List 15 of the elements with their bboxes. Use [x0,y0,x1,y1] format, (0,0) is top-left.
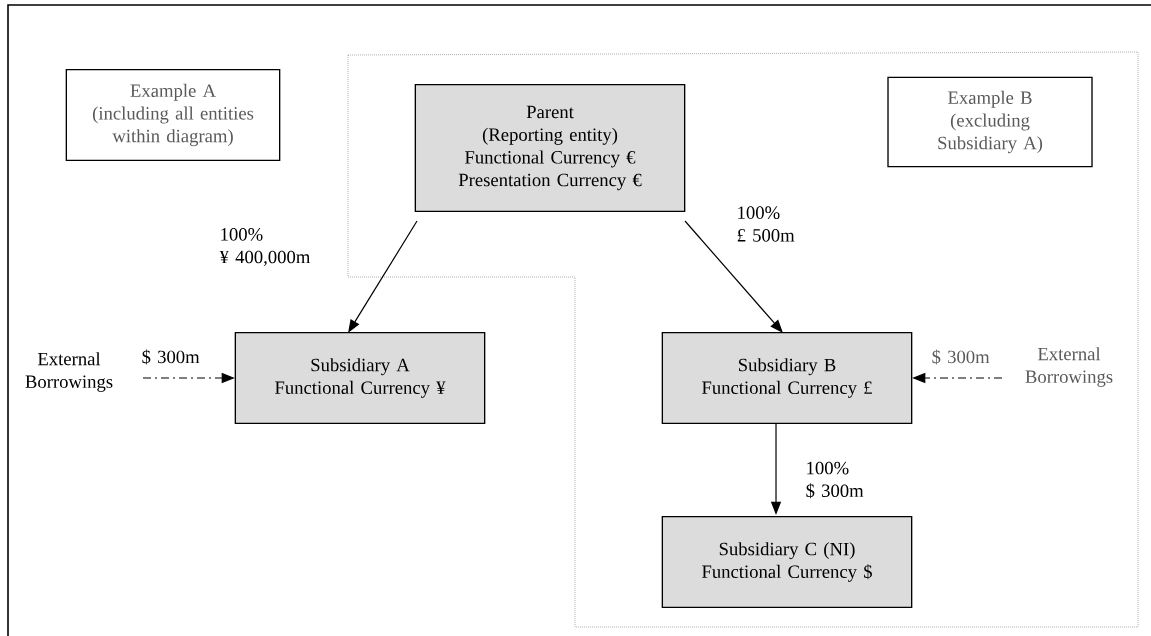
edge-label: 100% ¥ 400,000m [219,228,311,266]
entity-box: Subsidiary A Functional Currency ¥ [234,332,486,424]
edge-label: $ 300m [932,349,990,365]
entity-box: Parent (Reporting entity) Functional Currency € Presentation Currency € [414,84,686,212]
text-label: External Borrowings [25,352,113,392]
arrow [348,220,418,333]
edge-label: 100% $ 300m [806,461,864,499]
entity-box: Subsidiary B Functional Currency £ [661,332,913,424]
edge-label: 100% £ 500m [737,206,795,242]
note-box: Example A (including all entities within diagram) [65,69,281,161]
entity-box: Subsidiary C (NI) Functional Currency $ [661,516,913,608]
arrow [684,220,783,333]
edge-label: $ 300m [142,349,200,365]
text-label: External Borrowings [1025,347,1113,387]
note-box: Example B (excluding Subsidiary A) [887,76,1093,168]
